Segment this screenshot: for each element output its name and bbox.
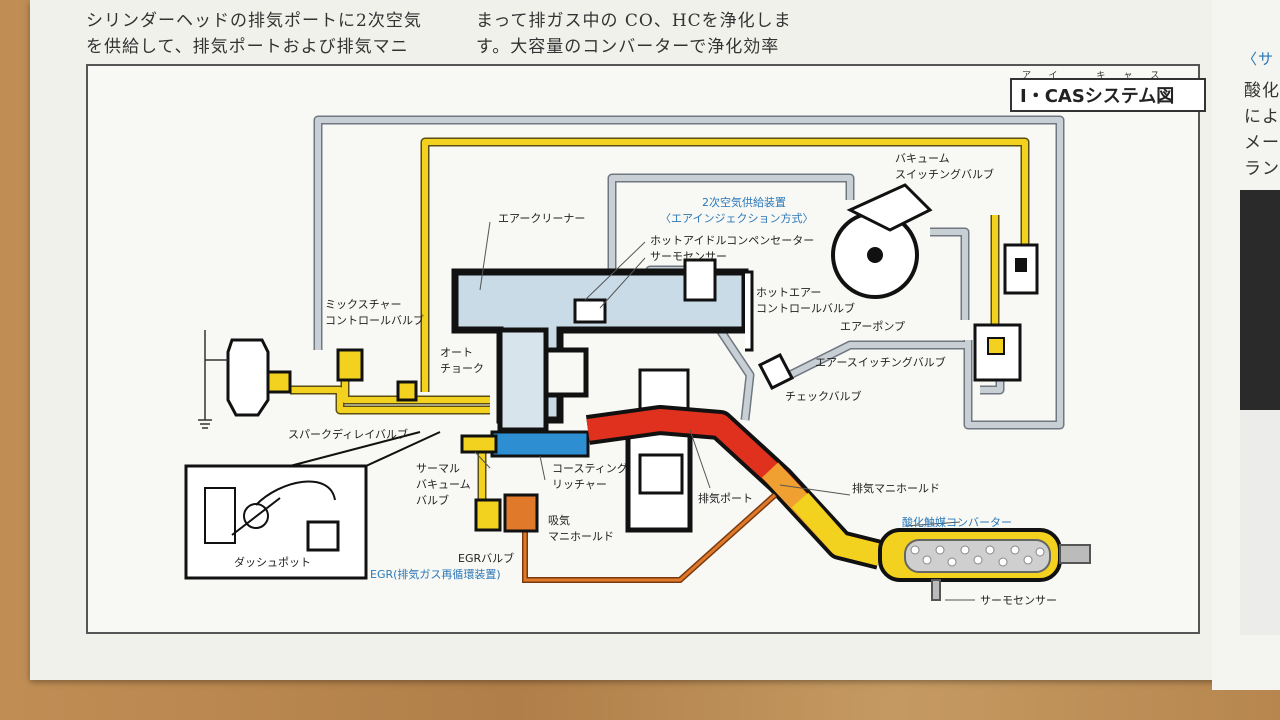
spark-delay-valve (396, 380, 418, 402)
hot-idle-compensator (573, 298, 607, 324)
air-line-pump (930, 227, 970, 320)
diagram-title-ruby: アイ キャス (1022, 71, 1178, 81)
label-mixture-control-2: コントロールバルブ (325, 314, 424, 327)
label-intake-manifold-1: 吸気 (548, 514, 570, 527)
label-exhaust-manifold: 排気マニホールド (852, 482, 940, 495)
label-thermal-vacuum-3: バルブ (416, 494, 449, 507)
air-pump-pulley (846, 183, 933, 232)
cylinder-head-cover (638, 368, 690, 412)
label-air-pump: エアーポンプ (840, 320, 906, 333)
body-text-line: す。大容量のコンバーターで浄化効率 (476, 37, 780, 57)
diagram-title-box (1010, 78, 1206, 112)
label-thermal-vacuum-1: サーマル (416, 462, 460, 475)
label-vacuum-switching-1: バキューム (895, 152, 950, 165)
thermo-sensor-probe (931, 579, 941, 601)
check-valve (757, 352, 795, 391)
egr-line (523, 493, 777, 582)
label-dashpot: ダッシュポット (234, 556, 311, 569)
carburetor-chamber (543, 347, 589, 398)
side-text-line: ラン (1244, 159, 1280, 179)
side-text-line: メー (1244, 133, 1280, 153)
label-auto-choke-1: オート (440, 346, 473, 359)
label-hot-air-control-2: コントロールバルブ (756, 302, 855, 315)
label-converter: 酸化触媒コンバーター (902, 516, 1012, 529)
label-egr-valve: EGRバルブ (458, 552, 515, 565)
label-secondary-air-1: 2次空気供給装置 (702, 196, 786, 209)
side-text-line: によ (1244, 107, 1280, 127)
body-text-line: まって排ガス中の CO、HCを浄化しま (476, 11, 792, 31)
distributor (226, 338, 270, 417)
label-air-switching-valve: エアースイッチングバルブ (815, 356, 946, 369)
body-text-line: を供給して、排気ポートおよび排気マニ (86, 37, 409, 57)
side-text-line: 〈サ (1242, 50, 1275, 68)
air-switching-valve (973, 323, 1022, 382)
adjacent-photo (1240, 190, 1280, 410)
tailpipe (1059, 544, 1091, 564)
piston (638, 453, 684, 495)
distributor-vacuum-advance (266, 370, 292, 394)
label-air-cleaner: エアークリーナー (498, 212, 586, 225)
label-check-valve: チェックバルブ (785, 390, 862, 403)
hot-air-control-valve (683, 258, 717, 302)
label-hot-air-control-1: ホットエアー (756, 286, 822, 299)
label-secondary-air-2: 〈エアインジェクション方式〉 (660, 212, 814, 225)
label-coasting-richer-1: コースティング (552, 462, 628, 475)
label-exhaust-port: 排気ポート (698, 492, 753, 505)
label-thermo-sensor-top: サーモセンサー (650, 250, 727, 263)
adjacent-page-lower (1240, 410, 1280, 635)
label-egr-system: EGR(排気ガス再循環装置) (370, 568, 501, 581)
body-text-line: シリンダーヘッドの排気ポートに2次空気 (86, 11, 422, 31)
label-hot-idle-compensator: ホットアイドルコンペンセーター (650, 234, 815, 247)
intake-manifold-blue (490, 430, 590, 458)
label-thermo-sensor-bottom: サーモセンサー (980, 594, 1057, 607)
egr-valve (503, 493, 539, 533)
thermal-vacuum-valve (460, 434, 498, 454)
carburetor-body (497, 327, 549, 433)
dashpot (306, 520, 340, 552)
side-text-line: 酸化 (1244, 81, 1280, 101)
label-intake-manifold-2: マニホールド (548, 530, 614, 543)
label-mixture-control-1: ミックスチャー (325, 298, 402, 311)
label-auto-choke-2: チョーク (440, 362, 484, 375)
label-thermal-vacuum-2: バキューム (416, 478, 471, 491)
label-spark-delay-valve: スパークディレイバルブ (288, 428, 409, 441)
label-coasting-richer-2: リッチャー (552, 478, 607, 491)
diagram-title: I・CASシステム図 (1020, 86, 1175, 107)
mixture-control-valve (336, 348, 364, 382)
label-vacuum-switching-2: スイッチングバルブ (895, 168, 994, 181)
egr-valve-actuator (474, 498, 502, 532)
